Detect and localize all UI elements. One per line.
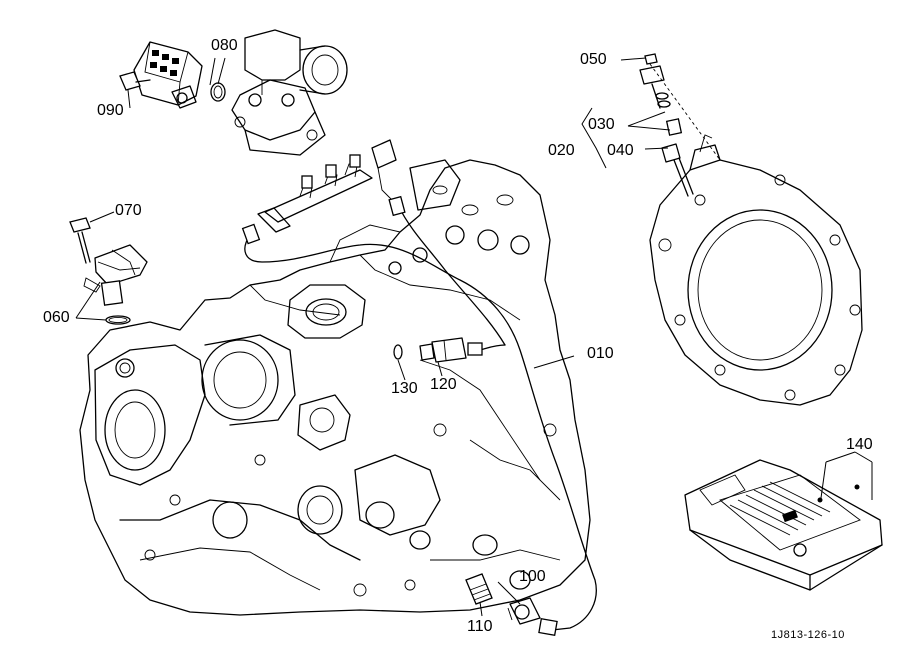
callout-060: 060 xyxy=(43,309,70,326)
callout-030: 030 xyxy=(588,116,615,133)
callout-040: 040 xyxy=(607,142,634,159)
sensor-110 xyxy=(465,573,493,605)
sensor-060 xyxy=(83,244,148,325)
sensor-120 xyxy=(393,337,467,363)
callout-080: 080 xyxy=(211,37,238,54)
sensor-080-group xyxy=(119,41,226,109)
water-outlet-flange xyxy=(231,29,348,156)
callout-070: 070 xyxy=(115,202,142,219)
callout-130: 130 xyxy=(391,380,418,397)
rotation-sensor-parts xyxy=(639,53,721,197)
callout-120: 120 xyxy=(430,376,457,393)
bolt-070 xyxy=(69,217,91,264)
figure-reference: 1J813-126-10 xyxy=(771,629,845,641)
leader-lines xyxy=(75,57,873,617)
callout-110: 110 xyxy=(467,618,493,635)
engine-block xyxy=(79,139,591,616)
callout-100: 100 xyxy=(519,568,546,585)
ecu-140 xyxy=(684,459,883,591)
callout-090: 090 xyxy=(97,102,124,119)
sensor-100 xyxy=(507,597,541,625)
flywheel-housing xyxy=(649,134,863,406)
callout-020: 020 xyxy=(548,142,575,159)
callout-050: 050 xyxy=(580,51,607,68)
wiring-harness-010 xyxy=(241,195,597,637)
callout-010: 010 xyxy=(587,345,614,362)
callout-140: 140 xyxy=(846,436,873,453)
